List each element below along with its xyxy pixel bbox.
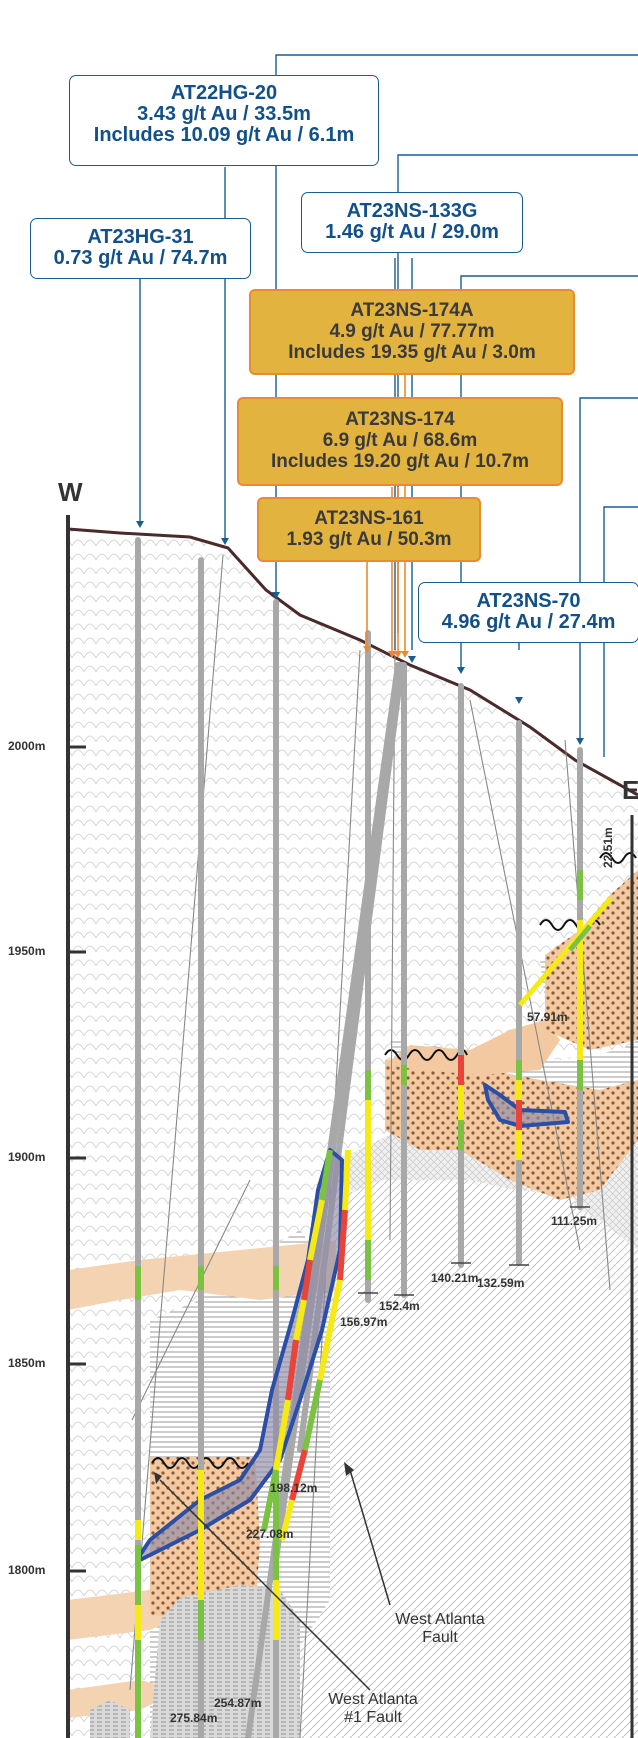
callout-at23ns-133g: AT23NS-133G 1.46 g/t Au / 29.0m bbox=[301, 192, 523, 253]
depth-label: 152.4m bbox=[379, 1299, 420, 1313]
depth-label: 156.97m bbox=[340, 1315, 388, 1329]
depth-label: 140.21m bbox=[431, 1271, 479, 1285]
fault-suffix: Fault bbox=[422, 1629, 458, 1646]
high-grade-body-central bbox=[483, 1083, 570, 1128]
callout-at23ns-174a: AT23NS-174A 4.9 g/t Au / 77.77m Includes… bbox=[249, 289, 575, 375]
ore-body-east bbox=[545, 870, 638, 1050]
elevation-1800: 1800m bbox=[8, 1563, 46, 1577]
callout-hole-id: AT23NS-174A bbox=[350, 300, 474, 321]
depth-label: 254.87m bbox=[214, 1696, 262, 1710]
east-incline-trace bbox=[518, 896, 613, 1007]
callout-includes: Includes 19.20 g/t Au / 10.7m bbox=[270, 451, 529, 472]
callout-includes: Includes 19.35 g/t Au / 3.0m bbox=[288, 342, 536, 363]
callout-hole-id: AT23NS-133G bbox=[346, 200, 478, 222]
depth-label: 275.84m bbox=[170, 1711, 218, 1725]
callout-grade: 4.96 g/t Au / 27.4m bbox=[441, 611, 616, 633]
callout-at23ns-161: AT23NS-161 1.93 g/t Au / 50.3m bbox=[257, 497, 481, 562]
depth-label: 111.25m bbox=[551, 1214, 598, 1228]
callout-grade: 3.43 g/t Au / 33.5m bbox=[137, 103, 311, 125]
block-unit-sw bbox=[90, 1700, 130, 1738]
elevation-1850: 1850m bbox=[8, 1356, 46, 1370]
callout-grade: 6.9 g/t Au / 68.6m bbox=[322, 430, 478, 451]
depth-label: 132.59m bbox=[477, 1276, 525, 1290]
callout-at22hg-20: AT22HG-20 3.43 g/t Au / 33.5m Includes 1… bbox=[69, 75, 379, 166]
callout-at23ns-70: AT23NS-70 4.96 g/t Au / 27.4m bbox=[418, 582, 638, 643]
depth-label: 57.91m bbox=[527, 1010, 568, 1024]
elevation-2000: 2000m bbox=[8, 739, 46, 753]
fault-name: West Atlanta bbox=[395, 1611, 485, 1628]
elevation-1900: 1900m bbox=[8, 1150, 46, 1164]
callout-at23ns-174: AT23NS-174 6.9 g/t Au / 68.6m Includes 1… bbox=[237, 397, 563, 486]
callout-at23hg-31: AT23HG-31 0.73 g/t Au / 74.7m bbox=[30, 218, 251, 279]
west-label: W bbox=[58, 477, 83, 507]
callout-hole-id: AT23NS-161 bbox=[314, 508, 424, 529]
west-atlanta-1-fault-label: West Atlanta #1 Fault bbox=[318, 1691, 428, 1727]
callout-grade: 1.46 g/t Au / 29.0m bbox=[325, 221, 499, 243]
callout-includes: Includes 10.09 g/t Au / 6.1m bbox=[93, 124, 355, 146]
lower-diag bbox=[330, 1180, 638, 1738]
callout-grade: 0.73 g/t Au / 74.7m bbox=[53, 247, 228, 269]
topography-line bbox=[67, 527, 638, 797]
depth-label: 227.08m bbox=[246, 1527, 294, 1541]
fault-suffix: #1 Fault bbox=[344, 1709, 402, 1726]
east-label: E bbox=[622, 775, 638, 805]
callout-hole-id: AT23NS-70 bbox=[476, 590, 581, 612]
fault-name: West Atlanta bbox=[328, 1691, 418, 1708]
squiggle-east-2 bbox=[599, 852, 637, 864]
elevation-1950: 1950m bbox=[8, 944, 46, 958]
callout-grade: 1.93 g/t Au / 50.3m bbox=[286, 529, 452, 550]
ore-body-central bbox=[385, 1055, 638, 1200]
squiggle-central bbox=[384, 1049, 468, 1061]
callout-hole-id: AT22HG-20 bbox=[170, 82, 278, 104]
depth-label: 22.51m bbox=[601, 827, 615, 868]
callout-hole-id: AT23HG-31 bbox=[87, 226, 194, 248]
west-atlanta-fault-label: West Atlanta Fault bbox=[370, 1611, 510, 1647]
callout-hole-id: AT23NS-174 bbox=[345, 409, 455, 430]
depth-label: 198.12m bbox=[270, 1481, 318, 1495]
callout-grade: 4.9 g/t Au / 77.77m bbox=[329, 321, 495, 342]
